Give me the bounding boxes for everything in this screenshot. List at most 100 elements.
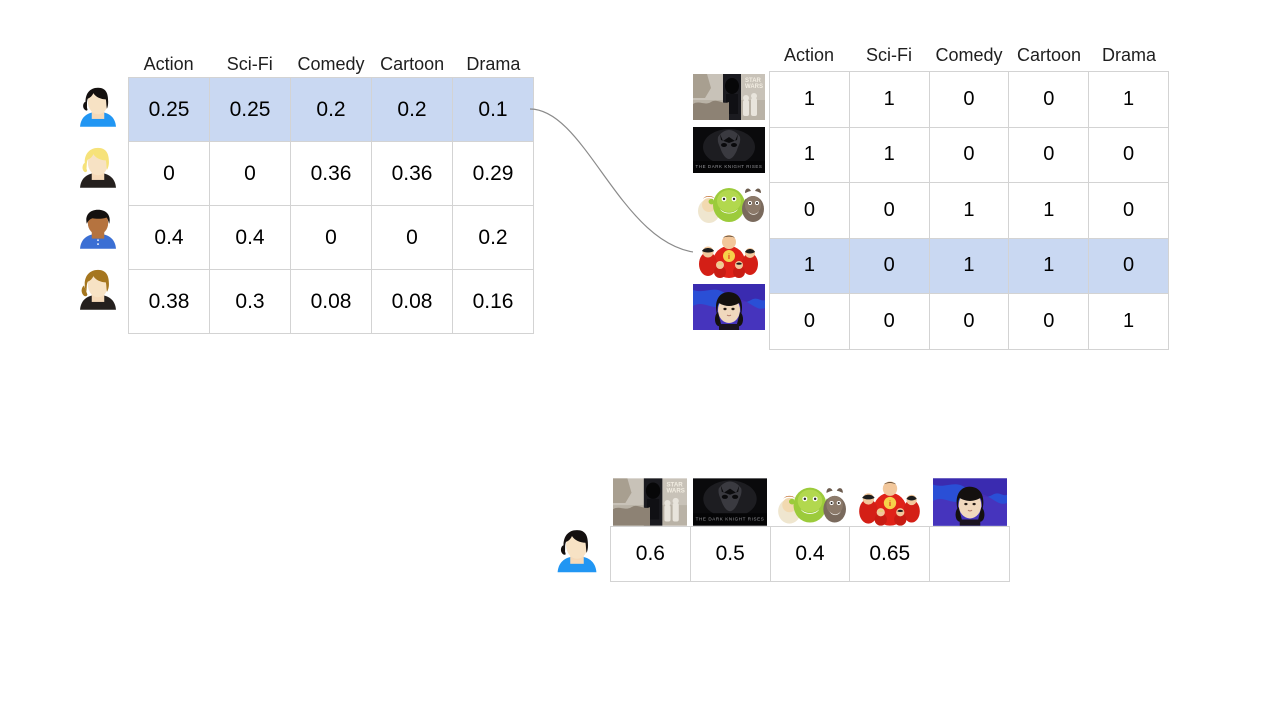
table-row[interactable]: 1 1 0 0 1 [769, 71, 1169, 128]
svg-text:i: i [728, 254, 730, 261]
user-genre-affinity-matrix: 0.25 0.25 0.2 0.2 0.1 0 0 0.36 0.36 0.29… [128, 77, 534, 334]
avatar-woman-blonde-hair-black-top-icon [80, 147, 116, 188]
user-genre-column-headers: Action Sci-Fi Comedy Cartoon Drama [128, 53, 534, 75]
cell: 0 [128, 141, 210, 206]
movie-genre-matrix: 1 1 0 0 1 1 1 0 0 0 0 0 1 1 0 1 [769, 71, 1169, 350]
cell: 0.2 [290, 77, 372, 142]
svg-text:WARS: WARS [745, 84, 763, 90]
cell: 1 [769, 237, 850, 294]
movie-poster-column: STAR WARS THE DARK KNIGHT RISES [691, 71, 767, 334]
user-to-movie-connector [529, 108, 707, 254]
cell: 1 [928, 182, 1010, 239]
predicted-scores-row: 0.6 0.5 0.4 0.65 [610, 526, 1010, 582]
cell: 0.38 [128, 269, 210, 334]
avatar-man-dark-skin-blue-shirt-icon [80, 209, 116, 249]
table-row[interactable]: 0.38 0.3 0.08 0.08 0.16 [128, 269, 534, 334]
svg-text:THE DARK KNIGHT RISES: THE DARK KNIGHT RISES [696, 517, 765, 522]
cell: 0 [290, 205, 372, 270]
blue-portrait-poster-icon [933, 478, 1007, 526]
table-row[interactable]: 1 0 1 1 0 [769, 237, 1169, 294]
prediction-poster-slot-4: i [850, 476, 930, 526]
shrek-poster-icon [773, 478, 847, 526]
table-row[interactable]: 0 0 0.36 0.36 0.29 [128, 141, 534, 206]
cell: 0.4 [209, 205, 291, 270]
cell: 0 [1008, 126, 1090, 183]
cell: 0.6 [610, 526, 691, 582]
cell: 1 [1008, 237, 1090, 294]
cell: 0.3 [209, 269, 291, 334]
movie-genre-column-headers: Action Sci-Fi Comedy Cartoon Drama [769, 44, 1169, 66]
user-genre-header-comedy: Comedy [297, 54, 365, 74]
cell: 0.4 [128, 205, 210, 270]
movie-poster-slot-4: i [691, 229, 767, 282]
cell: 0 [928, 293, 1010, 350]
the-incredibles-poster-icon: i [693, 231, 765, 278]
cell: 0.36 [371, 141, 453, 206]
cell: 1 [848, 126, 930, 183]
cell: 1 [1008, 182, 1090, 239]
dark-knight-rises-poster-icon: THE DARK KNIGHT RISES [693, 478, 767, 526]
cell: 0 [928, 126, 1010, 183]
cell: 0.4 [769, 526, 851, 582]
cell: 1 [1088, 293, 1169, 350]
cell: 0 [848, 182, 930, 239]
cell: 0.5 [689, 526, 771, 582]
movie-genre-header-drama: Drama [1101, 45, 1156, 65]
cell: 0.36 [290, 141, 372, 206]
cell: 0 [1008, 71, 1090, 128]
user-genre-header-cartoon: Cartoon [380, 54, 445, 74]
cell: 0.08 [371, 269, 453, 334]
table-row[interactable]: 0.25 0.25 0.2 0.2 0.1 [128, 77, 534, 142]
table-row[interactable]: 1 1 0 0 0 [769, 126, 1169, 183]
avatar-woman-black-hair-blue-top-icon [80, 87, 116, 127]
user-genre-header-scifi: Sci-Fi [226, 54, 273, 74]
user-genre-header-drama: Drama [466, 54, 521, 74]
movie-poster-slot-1: STAR WARS [691, 71, 767, 124]
cell: 0.25 [128, 77, 210, 142]
svg-text:STAR: STAR [745, 78, 762, 84]
user-avatar-column [70, 77, 126, 321]
cell: 0 [769, 293, 850, 350]
cell: 1 [769, 126, 850, 183]
user-avatar-slot-2 [70, 138, 126, 199]
prediction-poster-slot-1: STAR WARS [610, 476, 690, 526]
cell: 1 [848, 71, 930, 128]
cell: 0 [848, 237, 930, 294]
cell: 1 [928, 237, 1010, 294]
prediction-poster-slot-2: THE DARK KNIGHT RISES [690, 476, 770, 526]
movie-genre-header-cartoon: Cartoon [1016, 45, 1082, 65]
cell: 0.2 [452, 205, 534, 270]
table-row[interactable]: 0.6 0.5 0.4 0.65 [610, 526, 1010, 582]
cell: 1 [769, 71, 850, 128]
cell: 1 [1088, 71, 1169, 128]
user-avatar-slot-1 [70, 77, 126, 138]
cell: 0 [1088, 126, 1169, 183]
user-avatar-slot-3 [70, 199, 126, 260]
table-row[interactable]: 0.4 0.4 0 0 0.2 [128, 205, 534, 270]
cell: 0 [1008, 293, 1090, 350]
user-avatar-slot-4 [70, 260, 126, 321]
prediction-user-avatar [550, 524, 604, 580]
avatar-woman-black-hair-blue-top-icon [557, 530, 597, 573]
cell: 0.65 [849, 526, 931, 582]
star-wars-poster-icon: STAR WARS [693, 74, 765, 121]
cell: 0 [371, 205, 453, 270]
prediction-poster-row: STAR WARS THE DARK KNIGHT RISES [610, 476, 1010, 526]
svg-text:WARS: WARS [666, 488, 684, 495]
cell: 0.2 [371, 77, 453, 142]
cell: 0 [1088, 182, 1169, 239]
table-row[interactable]: 0 0 0 0 1 [769, 293, 1169, 350]
cell: 0 [209, 141, 291, 206]
table-row[interactable]: 0 0 1 1 0 [769, 182, 1169, 239]
cell: 0 [1088, 237, 1169, 294]
movie-poster-slot-2: THE DARK KNIGHT RISES [691, 124, 767, 177]
svg-text:STAR: STAR [666, 482, 683, 489]
cell: 0 [848, 293, 930, 350]
movie-genre-header-action: Action [783, 45, 835, 65]
user-genre-header-action: Action [143, 54, 194, 74]
cell: 0.29 [452, 141, 534, 206]
blue-portrait-poster-icon [693, 284, 765, 331]
dark-knight-rises-poster-icon: THE DARK KNIGHT RISES [693, 126, 765, 173]
cell: 0.08 [290, 269, 372, 334]
